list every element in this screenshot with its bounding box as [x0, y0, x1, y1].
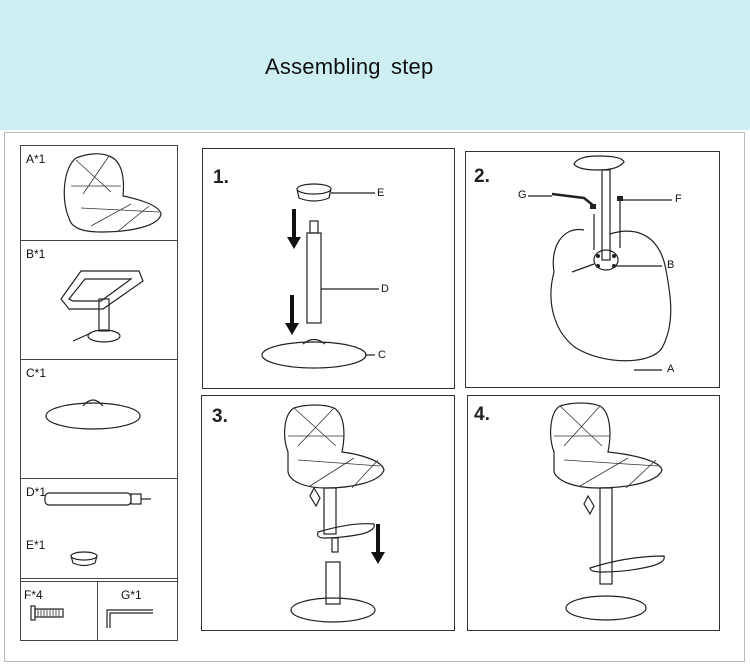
gas-cylinder-icon	[44, 492, 151, 506]
step-1-illustration	[261, 183, 379, 369]
step-2-illustration	[528, 155, 672, 371]
step-1-callout-e: E	[377, 187, 385, 199]
page-title: Assembling step	[265, 54, 434, 79]
part-label-f: F*4	[24, 588, 43, 602]
part-label-b: B*1	[26, 247, 46, 261]
footrest-mechanism-icon	[60, 270, 144, 343]
step-2-callout-b: B	[667, 259, 675, 271]
part-cell-a: A*1	[21, 146, 177, 241]
step-3-number: 3.	[212, 406, 228, 427]
parts-list-lower: E*1 F*4 G*1	[20, 530, 178, 641]
step-1-number: 1.	[213, 167, 229, 188]
step-4-panel: 4.	[467, 395, 720, 631]
part-cell-e: E*1	[21, 530, 177, 582]
cylinder-cover-icon	[70, 551, 98, 567]
part-cell-d: D*1	[21, 479, 177, 579]
allen-key-icon	[106, 609, 153, 628]
step-1-callout-c: C	[378, 349, 386, 361]
step-3-illustration	[284, 404, 385, 623]
step-4-illustration	[550, 402, 665, 621]
step-2-panel: 2. G F B A	[465, 151, 720, 388]
step-1-callout-d: D	[381, 283, 389, 295]
step-2-callout-a: A	[667, 363, 675, 375]
header-banner: Assembling step	[0, 0, 750, 130]
parts-divider	[97, 582, 98, 641]
step-3-panel: 3.	[201, 395, 455, 631]
part-label-a: A*1	[26, 152, 46, 166]
part-cell-fg: F*4 G*1	[21, 582, 177, 641]
step-1-panel: 1. E D C	[202, 148, 455, 389]
seat-shell-icon	[63, 153, 162, 233]
part-label-d: D*1	[26, 485, 47, 499]
part-cell-c: C*1	[21, 360, 177, 479]
round-base-icon	[45, 399, 141, 430]
part-label-c: C*1	[26, 366, 47, 380]
step-2-callout-g: G	[518, 189, 527, 201]
part-label-g: G*1	[121, 588, 142, 602]
step-4-number: 4.	[474, 404, 490, 425]
screw-icon	[30, 605, 64, 621]
part-label-e: E*1	[26, 538, 46, 552]
part-cell-b: B*1	[21, 241, 177, 360]
step-2-callout-f: F	[675, 193, 682, 205]
step-2-number: 2.	[474, 166, 490, 187]
